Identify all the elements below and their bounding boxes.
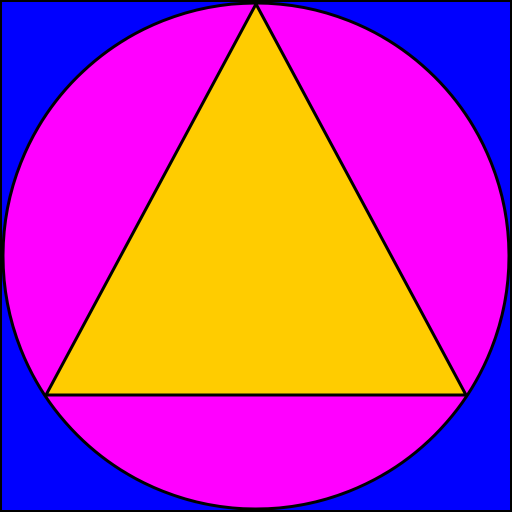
triangle-shape [44, 2, 468, 397]
